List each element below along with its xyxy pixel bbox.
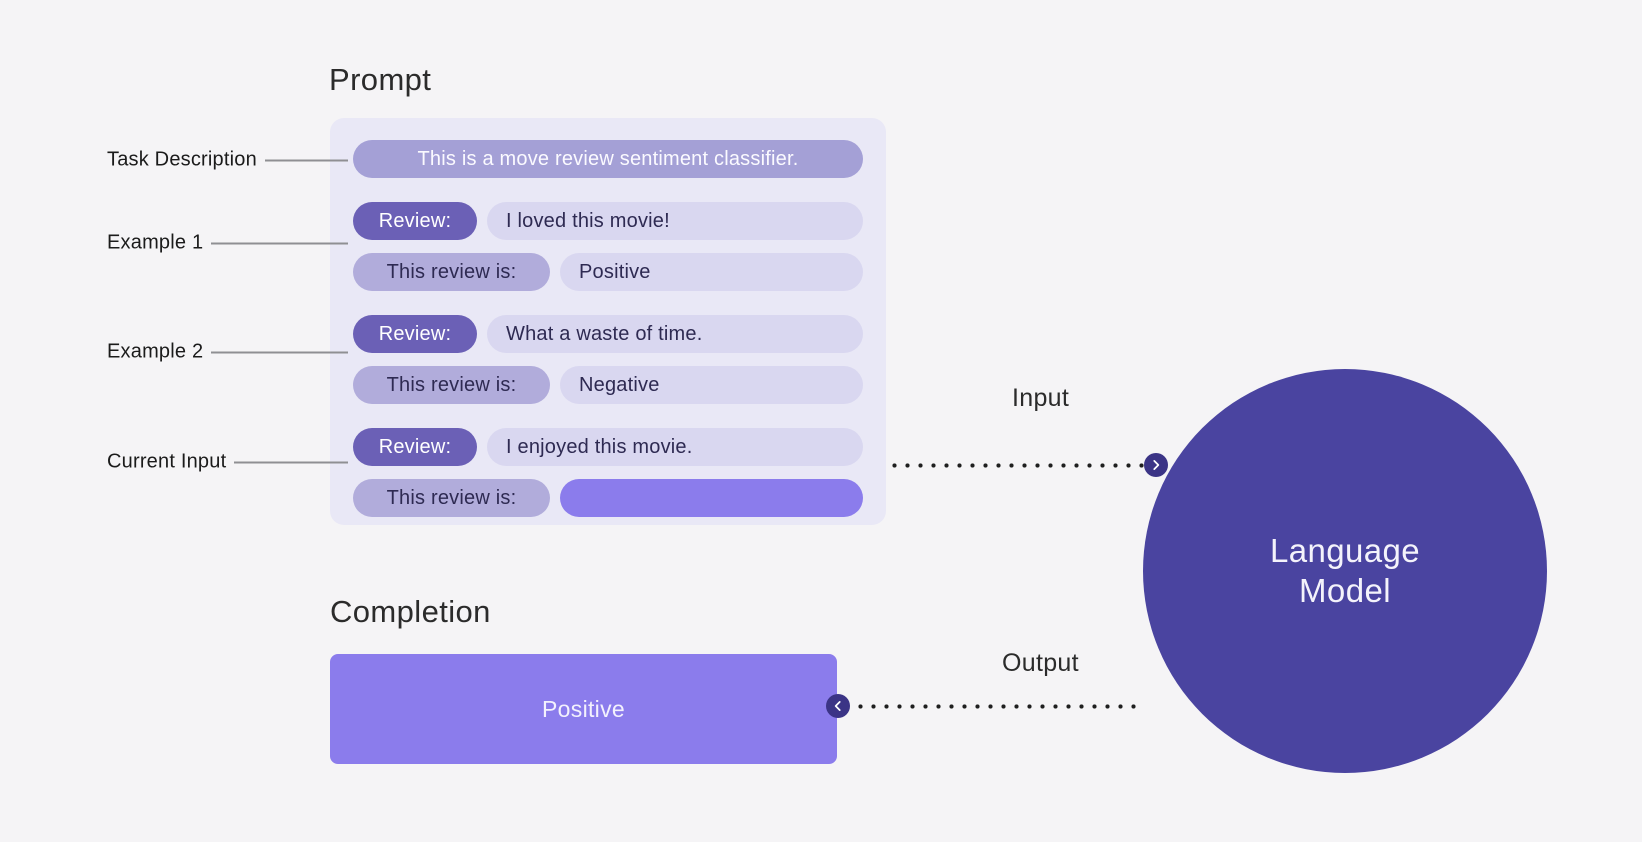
sentiment-label-pill: This review is: (353, 366, 550, 404)
annotation-example-2: Example 2 (107, 341, 348, 364)
review-label-pill: Review: (353, 315, 477, 353)
completion-box: Positive (330, 654, 837, 764)
prompt-heading: Prompt (329, 62, 432, 97)
input-label: Input (1012, 384, 1070, 412)
chevron-right-icon (1149, 458, 1163, 472)
completion-heading: Completion (330, 594, 491, 629)
input-dotted-line (888, 463, 1144, 468)
annotation-example-1: Example 1 (107, 232, 348, 255)
prompt-panel: This is a move review sentiment classifi… (330, 118, 886, 525)
leader-line (211, 351, 348, 353)
sentiment-value-pill: Positive (560, 253, 863, 291)
language-model-circle: Language Model (1143, 369, 1547, 773)
review-text-pill: I loved this movie! (487, 202, 863, 240)
annotation-label: Example 2 (107, 340, 204, 363)
sentiment-value-pill: Negative (560, 366, 863, 404)
current-input-review-row: Review: I enjoyed this movie. (353, 428, 863, 466)
review-text-pill: What a waste of time. (487, 315, 863, 353)
review-label-pill: Review: (353, 428, 477, 466)
example-2-sentiment-row: This review is: Negative (353, 366, 863, 404)
sentiment-label-pill: This review is: (353, 253, 550, 291)
leader-line (211, 242, 348, 244)
output-label: Output (1002, 649, 1079, 677)
annotation-label: Task Description (107, 148, 257, 171)
output-dotted-line (854, 704, 1136, 709)
task-description-pill: This is a move review sentiment classifi… (353, 140, 863, 178)
example-1-review-row: Review: I loved this movie! (353, 202, 863, 240)
completion-value: Positive (542, 695, 625, 722)
sentiment-label-pill: This review is: (353, 479, 550, 517)
annotation-current-input: Current Input (107, 451, 348, 474)
chevron-left-icon (831, 699, 845, 713)
output-connector-badge (826, 694, 850, 718)
leader-line (234, 461, 348, 463)
review-text-pill: I enjoyed this movie. (487, 428, 863, 466)
example-2-review-row: Review: What a waste of time. (353, 315, 863, 353)
example-1-sentiment-row: This review is: Positive (353, 253, 863, 291)
language-model-name: Language Model (1269, 531, 1421, 609)
annotation-label: Current Input (107, 450, 227, 473)
leader-line (264, 159, 348, 161)
current-input-sentiment-row: This review is: (353, 479, 863, 517)
annotation-task-description: Task Description (107, 149, 348, 172)
review-label-pill: Review: (353, 202, 477, 240)
pending-answer-pill (560, 479, 863, 517)
annotation-label: Example 1 (107, 231, 204, 254)
input-connector-badge (1144, 453, 1168, 477)
